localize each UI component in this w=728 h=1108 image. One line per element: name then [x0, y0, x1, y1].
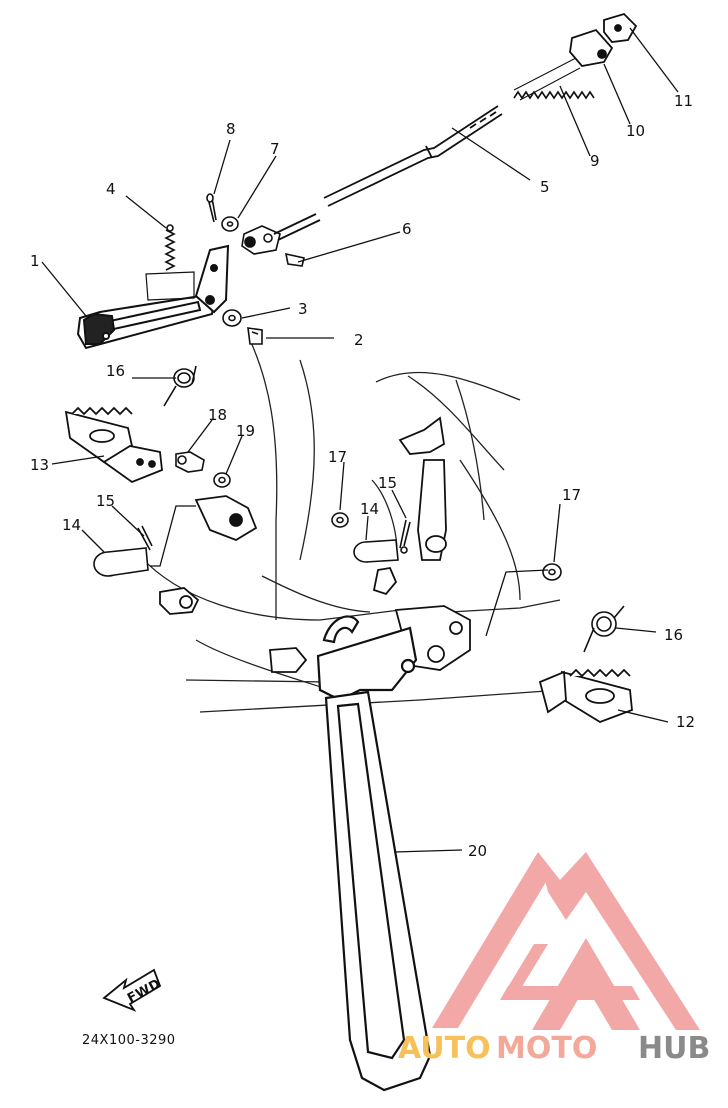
adjuster-nut-10 [569, 28, 614, 67]
leader-lines [41, 27, 679, 853]
callout-label: 6 [402, 220, 412, 238]
footrest-13-left [64, 406, 163, 484]
rod-spring-9 [513, 57, 595, 101]
pin-14-right [353, 539, 399, 563]
callout-label: 13 [30, 456, 49, 474]
brake-pedal-lever [76, 244, 230, 350]
washer-17-right [542, 563, 562, 581]
cotter-pin-15-right [399, 519, 411, 554]
callout-label: 9 [590, 152, 600, 170]
callout-label: 8 [226, 120, 236, 138]
footrest-bracket [159, 416, 471, 673]
part-code-label: 24X100-3290 [82, 1033, 176, 1048]
rod-joint-11 [603, 12, 638, 43]
callout-label: 2 [354, 331, 364, 349]
fwd-arrow-icon [102, 968, 162, 1012]
callout-label: 12 [676, 713, 695, 731]
callout-label: 20 [468, 842, 487, 860]
washer-7 [221, 216, 239, 232]
watermark-auto: AUTO [398, 1031, 491, 1066]
return-spring-4 [164, 224, 176, 271]
washer-3 [222, 309, 242, 327]
callout-label: 15 [96, 492, 115, 510]
callout-label: 3 [298, 300, 308, 318]
callout-label: 17 [328, 448, 347, 466]
bolt-2 [247, 327, 263, 345]
cotter-pin-8 [206, 193, 217, 223]
callout-label: 10 [626, 122, 645, 140]
callout-label: 15 [378, 474, 397, 492]
watermark-hub: HUB [638, 1031, 710, 1066]
footrest-spring-16-right [583, 605, 625, 653]
callout-label: 11 [674, 92, 693, 110]
callout-label: 14 [62, 516, 81, 534]
footrest-spring-16-left [163, 365, 197, 407]
watermark-moto: MOTO [496, 1031, 597, 1066]
pin-14-left [93, 547, 149, 577]
side-stand-20 [316, 615, 432, 1092]
callout-label: 19 [236, 422, 255, 440]
callout-label: 7 [270, 140, 280, 158]
rod-clevis-6 [241, 225, 305, 267]
callout-label: 16 [106, 362, 125, 380]
callout-label: 1 [30, 252, 40, 270]
callout-label: 5 [540, 178, 550, 196]
automotohub-wordmark: AUTO MOTO HUB [398, 1031, 710, 1066]
washer-19 [213, 472, 231, 488]
callout-label: 18 [208, 406, 227, 424]
automotohub-logo [432, 852, 700, 1030]
callout-label: 16 [664, 626, 683, 644]
cotter-pin-15-left [137, 525, 153, 551]
washer-17-left [331, 512, 349, 528]
callout-label: 14 [360, 500, 379, 518]
footrest-12-right [538, 668, 633, 723]
callout-label: 17 [562, 486, 581, 504]
callout-numbers: 1 2 3 4 5 6 7 8 9 10 11 12 13 14 15 16 1… [30, 92, 695, 860]
brake-rod-5 [273, 105, 503, 241]
callout-label: 4 [106, 180, 116, 198]
bolt-18 [175, 451, 205, 473]
